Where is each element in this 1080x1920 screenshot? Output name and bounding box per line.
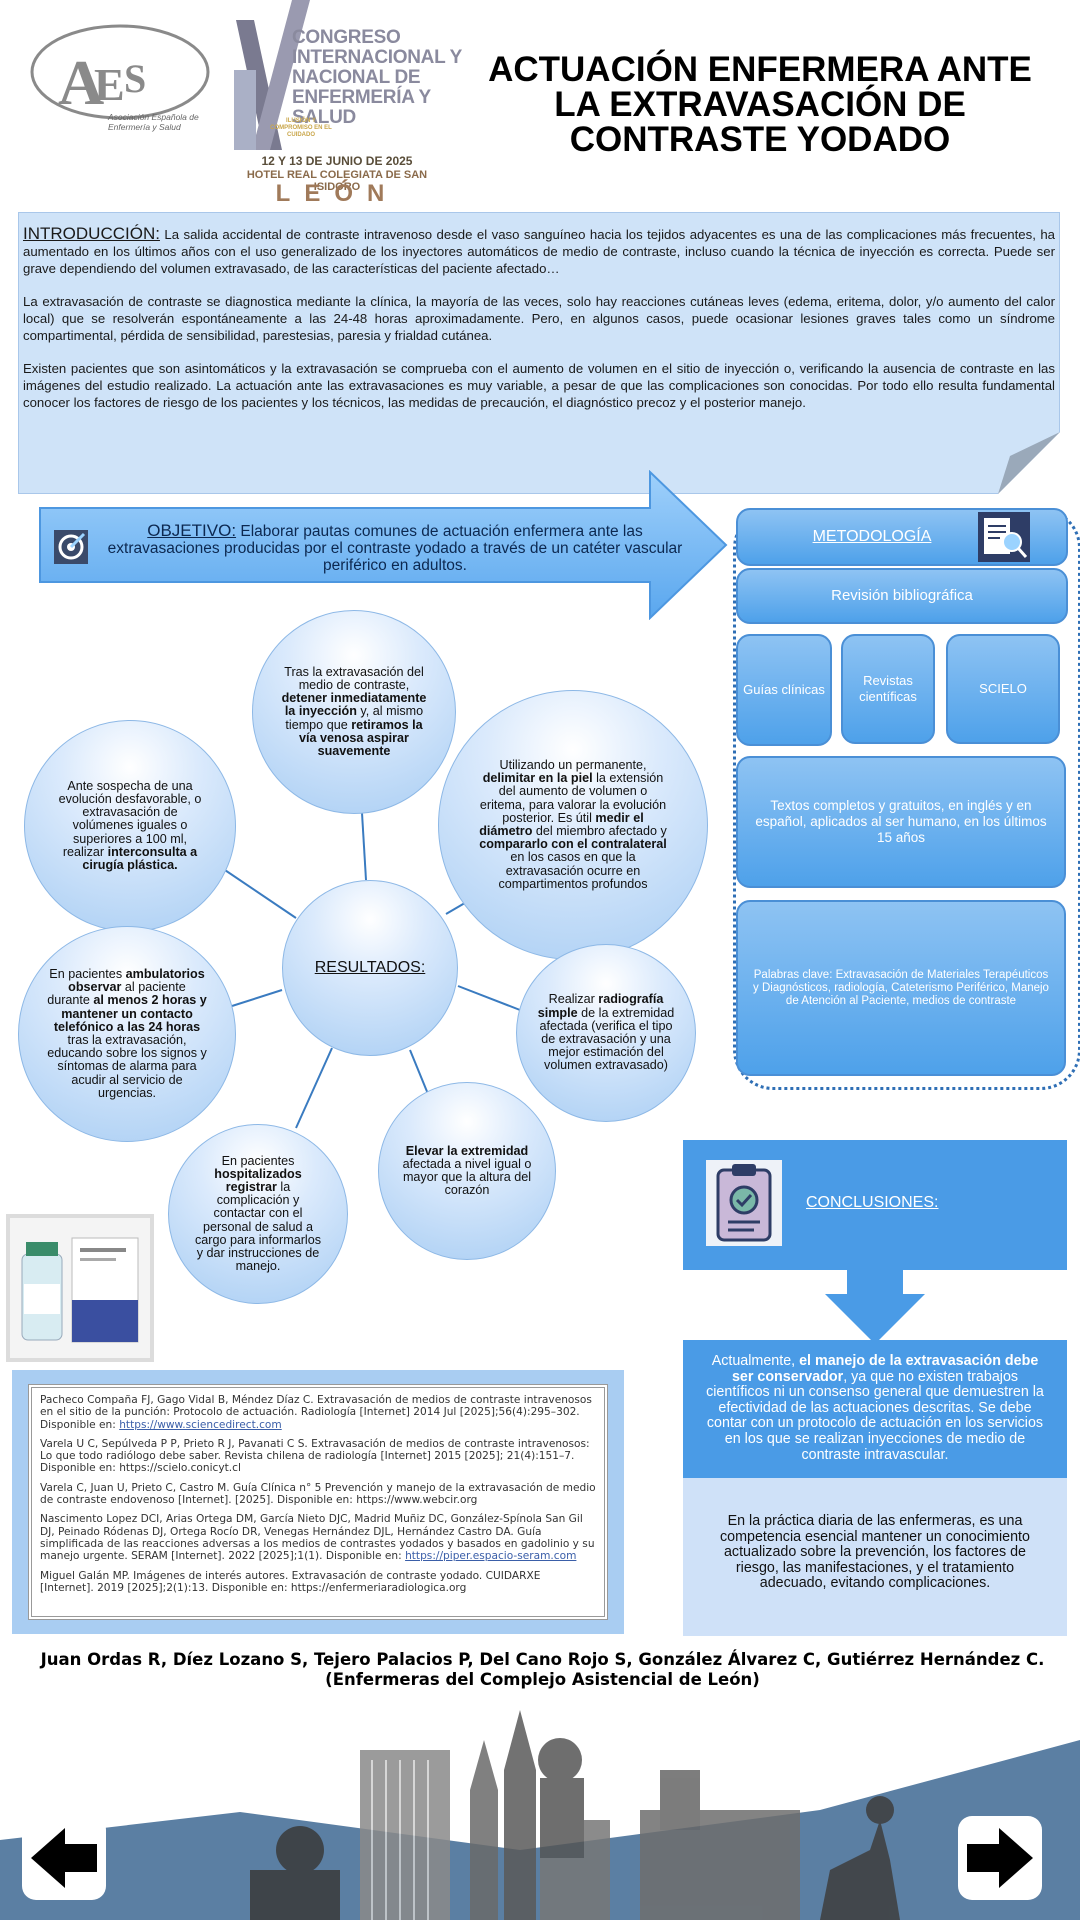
conclusiones-p2: En la práctica diaria de las enfermeras,… bbox=[683, 1478, 1067, 1636]
introduction-p2: La extravasación de contraste se diagnos… bbox=[23, 294, 1055, 343]
conclusiones-p1: Actualmente, el manejo de la extravasaci… bbox=[683, 1340, 1067, 1478]
svg-text:S: S bbox=[124, 56, 146, 101]
results-center-node: RESULTADOS: bbox=[282, 880, 458, 1056]
target-icon bbox=[54, 530, 88, 564]
conclusiones-down-arrow bbox=[825, 1270, 925, 1344]
congress-logo-mark bbox=[234, 0, 310, 150]
source-scielo: SCIELO bbox=[946, 634, 1060, 744]
txt: Ante sospecha de una evolución desfavora… bbox=[58, 778, 202, 859]
congress-title: Congreso Internacional y Nacional de Enf… bbox=[292, 27, 462, 128]
congress-city: LEÓN bbox=[275, 180, 399, 207]
metodologia-keywords: Palabras clave: Extravasación de Materia… bbox=[736, 900, 1066, 1076]
reference-link[interactable]: https://piper.espacio-seram.com bbox=[405, 1550, 577, 1563]
reference-item: Varela C, Juan U, Prieto C, Castro M. Gu… bbox=[40, 1482, 596, 1507]
txt: Utilizando un permanente, bbox=[499, 757, 647, 772]
introduction-section: INTRODUCCIÓN: La salida accidental de co… bbox=[18, 212, 1060, 494]
reference-text: Nascimento Lopez DCI, Arias Ortega DM, G… bbox=[40, 1513, 595, 1563]
next-button[interactable] bbox=[958, 1816, 1042, 1900]
svg-text:A: A bbox=[58, 47, 104, 118]
txt-bold: el manejo de la extravasación debe ser c… bbox=[731, 1353, 1039, 1385]
page-title: ACTUACIÓN ENFERMERA ANTE LA EXTRAVASACIÓ… bbox=[488, 50, 1032, 159]
txt-bold: delimitar en la piel bbox=[482, 771, 593, 786]
txt: y, al mismo tiempo que bbox=[285, 704, 424, 732]
txt: En pacientes bbox=[221, 1153, 295, 1168]
contrast-vial-image bbox=[6, 1214, 154, 1362]
metodologia-criteria: Textos completos y gratuitos, en inglés … bbox=[736, 756, 1066, 888]
txt-bold: ambulatorios observar bbox=[68, 966, 205, 995]
leon-skyline-footer bbox=[0, 1710, 1080, 1920]
reference-item: Varela U C, Sepúlveda P P, Prieto R J, P… bbox=[40, 1438, 596, 1475]
txt-bold: Elevar la extremidad bbox=[405, 1143, 529, 1158]
results-node-elevar: Elevar la extremidad afectada a nivel ig… bbox=[378, 1082, 556, 1260]
objetivo-text: Elaborar pautas comunes de actuación enf… bbox=[107, 523, 683, 574]
authors-names: Juan Ordas R, Díez Lozano S, Tejero Pala… bbox=[40, 1650, 1045, 1669]
results-node-hospitalizados: En pacientes hospitalizados registrar la… bbox=[168, 1124, 348, 1304]
txt-bold: compararlo con el contralateral bbox=[479, 837, 667, 852]
authors-affiliation: (Enfermeras del Complejo Asistencial de … bbox=[325, 1670, 760, 1689]
txt: Actualmente, bbox=[711, 1353, 800, 1369]
metodologia-heading-label: METODOLOGÍA bbox=[812, 528, 932, 545]
txt-bold: detener inmediatamente la inyección bbox=[281, 691, 427, 719]
results-heading: RESULTADOS: bbox=[314, 959, 426, 977]
txt-bold: al menos 2 horas y mantener un contacto … bbox=[53, 993, 207, 1034]
introduction-p1: La salida accidental de contraste intrav… bbox=[23, 227, 1055, 276]
txt: al paciente durante bbox=[47, 980, 186, 1008]
prev-button[interactable] bbox=[22, 1816, 106, 1900]
txt: en los casos en que la extravasación ocu… bbox=[498, 850, 648, 891]
results-node-detener: Tras la extravasación del medio de contr… bbox=[252, 610, 456, 814]
txt-bold: hospitalizados registrar bbox=[214, 1166, 302, 1194]
txt: del miembro afectado y bbox=[532, 824, 667, 838]
results-node-cirugia: Ante sospecha de una evolución desfavora… bbox=[24, 720, 236, 932]
next-arrow-icon bbox=[967, 1828, 1033, 1888]
aee-logo: A E S bbox=[30, 24, 210, 120]
txt: afectada a nivel igual o mayor que la al… bbox=[402, 1156, 532, 1198]
congress-dates: 12 Y 13 DE JUNIO DE 2025 bbox=[261, 154, 413, 168]
search-document-icon bbox=[978, 512, 1030, 562]
aee-name: Asociación Española de Enfermería y Salu… bbox=[108, 112, 199, 132]
txt: tras la extravasación, educando sobre lo… bbox=[47, 1033, 207, 1100]
source-revistas-cientificas: Revistas científicas bbox=[841, 634, 935, 744]
objetivo-heading: OBJETIVO: bbox=[147, 521, 237, 540]
reference-link[interactable]: https://www.sciencedirect.com bbox=[119, 1418, 282, 1431]
results-node-delimitar: Utilizando un permanente, delimitar en l… bbox=[438, 690, 708, 960]
txt: Tras la extravasación del medio de contr… bbox=[284, 664, 424, 692]
txt: la complicación y contactar con el perso… bbox=[195, 1179, 321, 1274]
txt: En pacientes bbox=[49, 966, 126, 981]
page-fold-corner bbox=[998, 432, 1060, 494]
reference-item: Miguel Galán MP. Imágenes de interés aut… bbox=[40, 1570, 596, 1595]
txt-bold: interconsulta a cirugía plástica. bbox=[82, 844, 198, 872]
txt-bold: radiografía simple bbox=[537, 992, 664, 1020]
reference-text: Varela C, Juan U, Prieto C, Castro M. Gu… bbox=[40, 1481, 596, 1507]
congress-venue: HOTEL REAL COLEGIATA DE SAN ISIDORO bbox=[246, 169, 428, 193]
reference-text: Pacheco Compaña FJ, Gago Vidal B, Méndez… bbox=[40, 1394, 592, 1431]
reference-text: Varela U C, Sepúlveda P P, Prieto R J, P… bbox=[40, 1437, 590, 1475]
txt: de la extremidad afectada (verifica el t… bbox=[539, 1005, 675, 1073]
results-node-radiografia: Realizar radiografía simple de la extrem… bbox=[516, 944, 696, 1122]
svg-text:E: E bbox=[94, 59, 125, 110]
references-list: Pacheco Compaña FJ, Gago Vidal B, Méndez… bbox=[28, 1384, 608, 1620]
objetivo-arrow bbox=[39, 470, 728, 620]
metodologia-review: Revisión bibliográfica bbox=[736, 568, 1068, 624]
conclusiones-heading: CONCLUSIONES: bbox=[806, 1194, 939, 1211]
reference-item: Nascimento Lopez DCI, Arias Ortega DM, G… bbox=[40, 1513, 596, 1562]
results-connector-lines bbox=[215, 812, 521, 1129]
source-guias-clinicas: Guías clínicas bbox=[736, 634, 832, 746]
txt: Realizar bbox=[548, 992, 599, 1007]
txt-bold: medir el diámetro bbox=[479, 810, 644, 838]
reference-text: Miguel Galán MP. Imágenes de interés aut… bbox=[40, 1569, 541, 1594]
introduction-p3: Existen pacientes que son asintomáticos … bbox=[23, 361, 1055, 410]
objetivo-text-block: OBJETIVO: Elaborar pautas comunes de act… bbox=[90, 522, 700, 574]
txt: la extensión del aumento de volumen o er… bbox=[479, 771, 667, 825]
congress-slogan: ILUSIÓN Y COMPROMISO EN EL CUIDADO bbox=[270, 118, 332, 138]
introduction-heading: INTRODUCCIÓN: bbox=[23, 224, 160, 243]
reference-item: Pacheco Compaña FJ, Gago Vidal B, Méndez… bbox=[40, 1394, 596, 1431]
txt: , ya que no existen trabajos científicos… bbox=[706, 1368, 1044, 1463]
txt-bold: retiramos la vía venosa aspirar suavemen… bbox=[299, 717, 423, 758]
results-node-ambulatorios: En pacientes ambulatorios observar al pa… bbox=[18, 926, 236, 1142]
clipboard-check-icon bbox=[706, 1160, 782, 1246]
prev-arrow-icon bbox=[31, 1828, 97, 1888]
authors-block: Juan Ordas R, Díez Lozano S, Tejero Pala… bbox=[20, 1650, 1065, 1690]
